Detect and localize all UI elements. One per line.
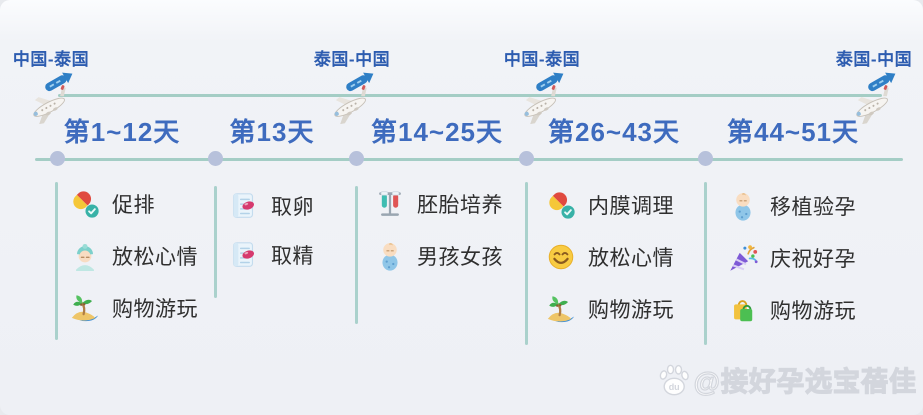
stage-5-divider [704, 182, 707, 345]
shopping-bags-icon [727, 294, 759, 326]
flight-1-china-thailand: 中国-泰国 [3, 50, 99, 124]
timeline-dot-2 [208, 151, 223, 166]
item-label: 胚胎培养 [417, 193, 503, 217]
palm-island-icon [545, 293, 577, 325]
baby-icon [374, 240, 406, 272]
baby-icon [727, 190, 759, 222]
flight-4-thailand-china: 泰国-中国 [826, 50, 922, 124]
pills-icon [545, 189, 577, 221]
list-item: 庆祝好孕 [727, 240, 856, 275]
list-item: 取精 [228, 237, 314, 272]
list-item: 男孩女孩 [374, 238, 503, 273]
item-label: 购物游玩 [112, 297, 198, 321]
flight-2-thailand-china: 泰国-中国 [304, 50, 400, 124]
item-label: 内膜调理 [588, 194, 674, 218]
stage-label-days-1-12: 第1~12天 [63, 117, 181, 147]
timeline-dot-4 [519, 151, 534, 166]
flight-label: 中国-泰国 [503, 50, 581, 69]
smiley-icon [545, 241, 577, 273]
medical-record-icon [228, 190, 260, 222]
stage-label-days-44-51: 第44~51天 [726, 117, 860, 147]
stage-1-items: 促排 放松心情 购物游玩 [69, 186, 198, 325]
stage-label-days-26-43: 第26~43天 [547, 117, 681, 147]
item-label: 促排 [112, 193, 155, 217]
timeline-dot-1 [50, 151, 65, 166]
item-label: 男孩女孩 [417, 245, 503, 269]
baidu-paw-icon [656, 362, 692, 398]
list-item: 购物游玩 [545, 291, 674, 326]
item-label: 购物游玩 [770, 299, 856, 323]
timeline-line [35, 158, 903, 161]
palm-island-icon [69, 292, 101, 324]
list-item: 购物游玩 [69, 290, 198, 325]
list-item: 放松心情 [545, 239, 674, 274]
spa-person-icon [69, 240, 101, 272]
medical-record-icon [228, 239, 260, 271]
flight-label: 泰国-中国 [835, 50, 913, 69]
watermark-text: @接好孕选宝蓓佳 [693, 366, 917, 397]
item-label: 放松心情 [588, 246, 674, 270]
item-label: 取卵 [271, 195, 314, 219]
party-popper-icon [727, 242, 759, 274]
flight-route-line [58, 94, 882, 97]
stage-2-items: 取卵 取精 [228, 188, 314, 272]
item-label: 移植验孕 [770, 195, 856, 219]
test-tubes-icon [374, 188, 406, 220]
stage-4-items: 内膜调理 放松心情 购物游玩 [545, 187, 674, 326]
stage-1-divider [55, 182, 58, 340]
stage-label-days-14-25: 第14~25天 [370, 117, 504, 147]
flight-3-china-thailand: 中国-泰国 [494, 50, 590, 124]
list-item: 取卵 [228, 188, 314, 223]
list-item: 放松心情 [69, 238, 198, 273]
stage-2-divider [214, 186, 217, 298]
list-item: 内膜调理 [545, 187, 674, 222]
list-item: 移植验孕 [727, 188, 856, 223]
flight-label: 泰国-中国 [313, 50, 391, 69]
stage-3-items: 胚胎培养 男孩女孩 [374, 186, 503, 273]
stage-5-items: 移植验孕 庆祝好孕 购物游玩 [727, 188, 856, 327]
flight-label: 中国-泰国 [12, 50, 90, 69]
item-label: 庆祝好孕 [770, 247, 856, 271]
stage-3-divider [355, 186, 358, 324]
item-label: 购物游玩 [588, 298, 674, 322]
list-item: 促排 [69, 186, 198, 221]
watermark: @接好孕选宝蓓佳 [656, 360, 917, 399]
timeline-dot-3 [349, 151, 364, 166]
item-label: 取精 [271, 244, 314, 268]
list-item: 购物游玩 [727, 292, 856, 327]
list-item: 胚胎培养 [374, 186, 503, 221]
timeline-dot-5 [698, 151, 713, 166]
pills-icon [69, 188, 101, 220]
stage-label-day-13: 第13天 [229, 117, 315, 147]
stage-4-divider [525, 182, 528, 345]
item-label: 放松心情 [112, 245, 198, 269]
